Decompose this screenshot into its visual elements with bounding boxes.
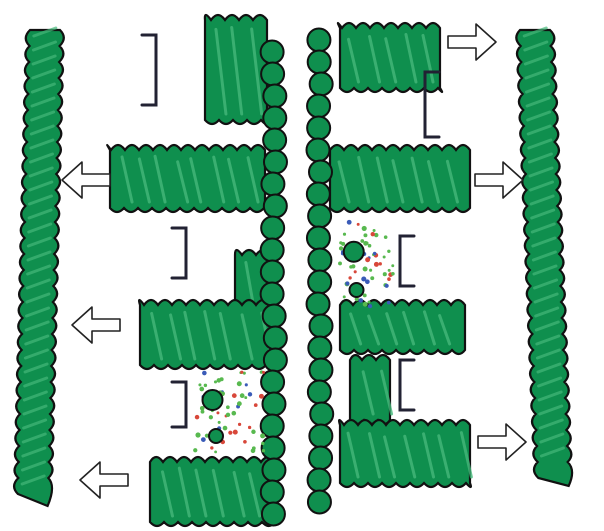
tree-canopy [261, 173, 284, 196]
tree-canopy [309, 161, 332, 184]
tree-canopy [262, 459, 285, 482]
tree-canopy [263, 129, 286, 152]
tree-canopy [262, 393, 285, 416]
hedge-row1-right [330, 145, 470, 212]
tree-canopy [263, 107, 286, 130]
tree-canopy [262, 437, 285, 460]
hedge-bottom-left [150, 457, 275, 526]
central-tree-columns [261, 29, 334, 526]
tree-canopy [310, 73, 333, 96]
dot-patch-left [193, 370, 265, 453]
tree-canopy [309, 425, 332, 448]
tree-canopy [307, 117, 330, 140]
tree-canopy [308, 51, 331, 74]
tree-canopy [308, 249, 331, 272]
arrow-row1-right [475, 162, 523, 198]
bracket-lower-left [172, 382, 186, 427]
tree-canopy [307, 183, 330, 206]
shrub-dot [350, 283, 364, 297]
tree-canopy [261, 283, 284, 306]
shrub-dot [209, 429, 223, 443]
shrub-dot [203, 390, 223, 410]
tree-canopy [261, 63, 284, 86]
tree-canopy [308, 381, 331, 404]
hedge-row1-left [107, 145, 268, 212]
tree-canopy [261, 41, 284, 64]
arrow-bottom-left [80, 462, 128, 498]
arrow-row1-left [62, 162, 110, 198]
tree-canopy [261, 371, 284, 394]
tree-canopy [263, 85, 286, 108]
tree-canopy [307, 293, 330, 316]
tree-canopy [309, 447, 332, 470]
tree-canopy [264, 151, 287, 174]
tree-canopy [263, 305, 286, 328]
hedge-bands [107, 15, 471, 526]
tree-canopy [261, 217, 284, 240]
tree-canopy [308, 337, 331, 360]
arrow-row2-left [72, 307, 120, 343]
tree-canopy [308, 469, 331, 492]
hedge-row2-right [340, 300, 465, 354]
tree-canopy [307, 29, 330, 52]
tree-column-right [307, 29, 334, 514]
tree-canopy [307, 227, 330, 250]
tree-canopy [308, 205, 331, 228]
tree-canopy [261, 481, 284, 504]
right-edge-hedge [516, 28, 572, 486]
tree-canopy [307, 95, 330, 118]
arrow-bottom-right [478, 424, 526, 460]
dot-patch-right [338, 220, 395, 308]
hedge-top-left [205, 15, 267, 124]
tree-canopy [310, 403, 333, 426]
outer-edge-hedges [14, 28, 572, 506]
tree-canopy [262, 503, 285, 526]
tree-canopy [261, 239, 284, 262]
left-edge-hedge [14, 28, 64, 506]
tree-canopy [264, 349, 287, 372]
bracket-top-left [142, 35, 156, 105]
hedge-bottom-right [339, 420, 471, 487]
tree-canopy [264, 195, 287, 218]
tree-canopy [261, 261, 284, 284]
tree-canopy [307, 139, 330, 162]
tree-canopy [308, 271, 331, 294]
arrow-top-right [448, 24, 496, 60]
tree-canopy [264, 327, 287, 350]
tree-canopy [309, 359, 332, 382]
tree-canopy [308, 491, 331, 514]
shrub-dot [344, 242, 364, 262]
bracket-mid-left [172, 228, 186, 278]
hedge-row3-right-small [350, 355, 392, 424]
hedge-row2-left [139, 300, 272, 369]
bracket-lower-right [400, 360, 414, 410]
bracket-mid-right [400, 236, 414, 286]
tree-canopy [310, 315, 333, 338]
